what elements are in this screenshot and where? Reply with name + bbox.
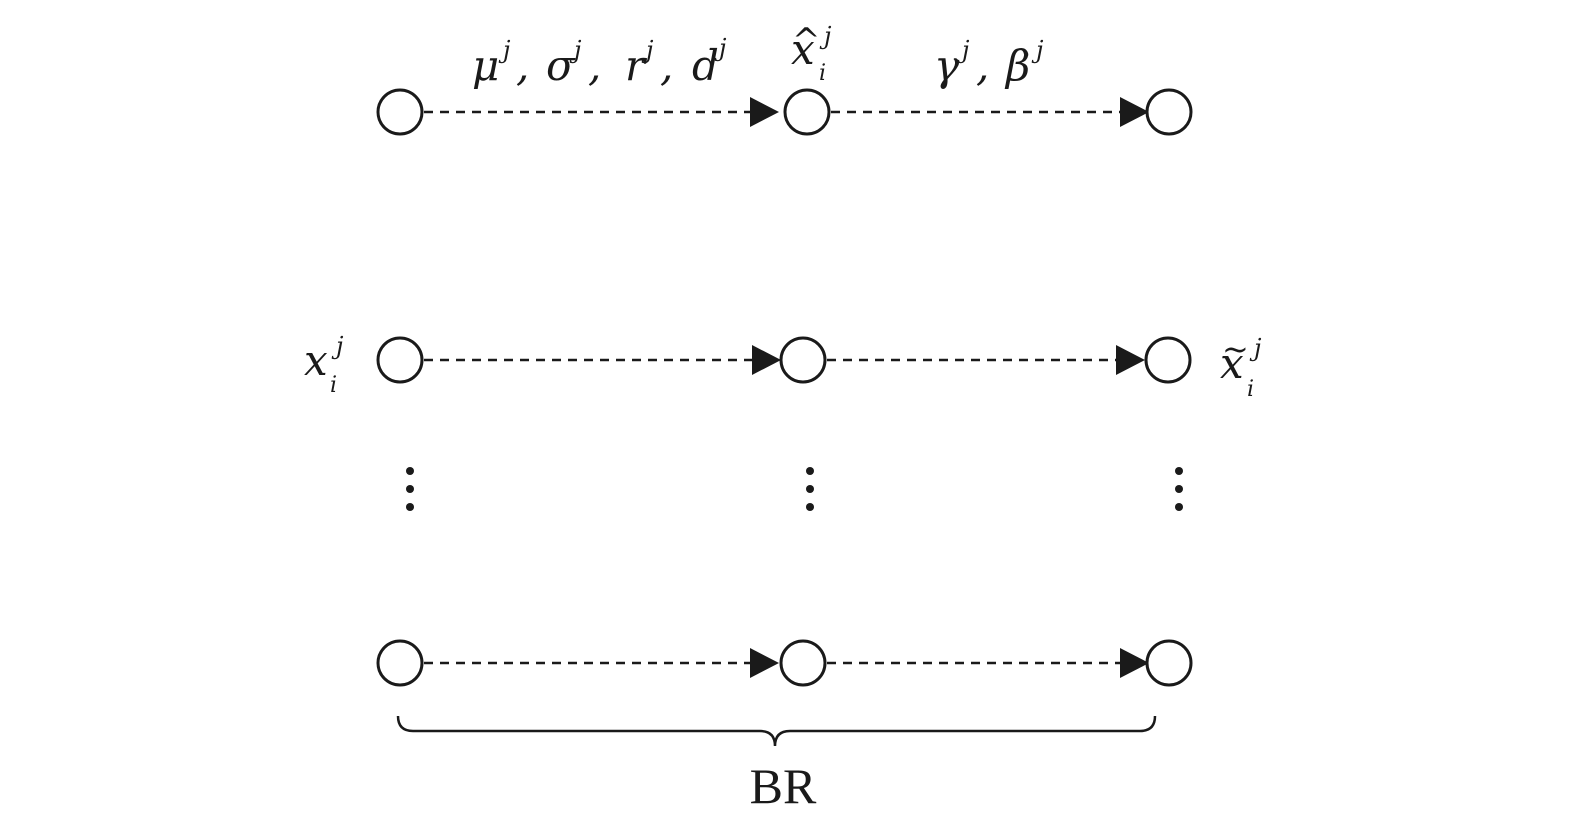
- node-top-output: [1145, 88, 1193, 136]
- param-mu: μ: [472, 41, 499, 90]
- arrowhead-top-1: [750, 97, 779, 127]
- svg-text:,: ,: [516, 41, 529, 90]
- x-input-label: x j i: [304, 332, 344, 398]
- svg-text:,: ,: [660, 41, 673, 90]
- param-sigma: σ: [546, 41, 576, 90]
- x-in-sup: j: [331, 332, 344, 360]
- x-tilde-base: x: [1220, 339, 1244, 388]
- ellipsis-input-column: [406, 467, 414, 511]
- x-hat-base: x: [791, 25, 815, 74]
- x-hat-label: ^ x j i: [791, 21, 832, 86]
- x-in-base: x: [304, 336, 328, 385]
- svg-text:,: ,: [976, 41, 989, 90]
- param-mu-sup: j: [498, 36, 511, 64]
- arrowhead-middle-1: [752, 345, 781, 375]
- param-beta: β: [1004, 41, 1030, 90]
- param-gamma: γ: [934, 41, 960, 90]
- ellipsis-normalized-column: [806, 467, 814, 511]
- arrowhead-bottom-2: [1120, 648, 1149, 678]
- arrowhead-middle-2: [1116, 345, 1145, 375]
- x-tilde-sub: i: [1247, 377, 1254, 402]
- param-beta-sup: j: [1031, 36, 1044, 64]
- br-brace: [396, 715, 1157, 747]
- param-r: r: [625, 41, 648, 90]
- arrowhead-top-2: [1120, 97, 1149, 127]
- edge2-params-label: γ j , β j: [934, 36, 1044, 90]
- x-tilde-accent: ~: [1222, 330, 1249, 368]
- x-hat-sup: j: [819, 22, 832, 50]
- node-middle-normalized: [779, 336, 827, 384]
- node-middle-output: [1144, 336, 1192, 384]
- node-middle-input: [376, 336, 424, 384]
- ellipsis-output-column: [1175, 467, 1183, 511]
- node-top-normalized: [783, 88, 831, 136]
- svg-text:,: ,: [588, 41, 601, 90]
- x-hat-sub: i: [819, 61, 826, 86]
- param-d: d: [692, 41, 719, 90]
- arrowhead-bottom-1: [750, 648, 779, 678]
- node-bottom-normalized: [779, 639, 827, 687]
- x-tilde-label: ~ x j i: [1220, 330, 1262, 402]
- x-hat-accent: ^: [792, 21, 821, 61]
- node-bottom-input: [376, 639, 424, 687]
- node-top-input: [376, 88, 424, 136]
- x-tilde-sup: j: [1249, 334, 1262, 362]
- x-in-sub: i: [330, 373, 337, 398]
- br-label: BR: [750, 758, 817, 814]
- edge1-params-label: μ j , σ j , r j , d j: [472, 34, 727, 90]
- node-bottom-output: [1145, 639, 1193, 687]
